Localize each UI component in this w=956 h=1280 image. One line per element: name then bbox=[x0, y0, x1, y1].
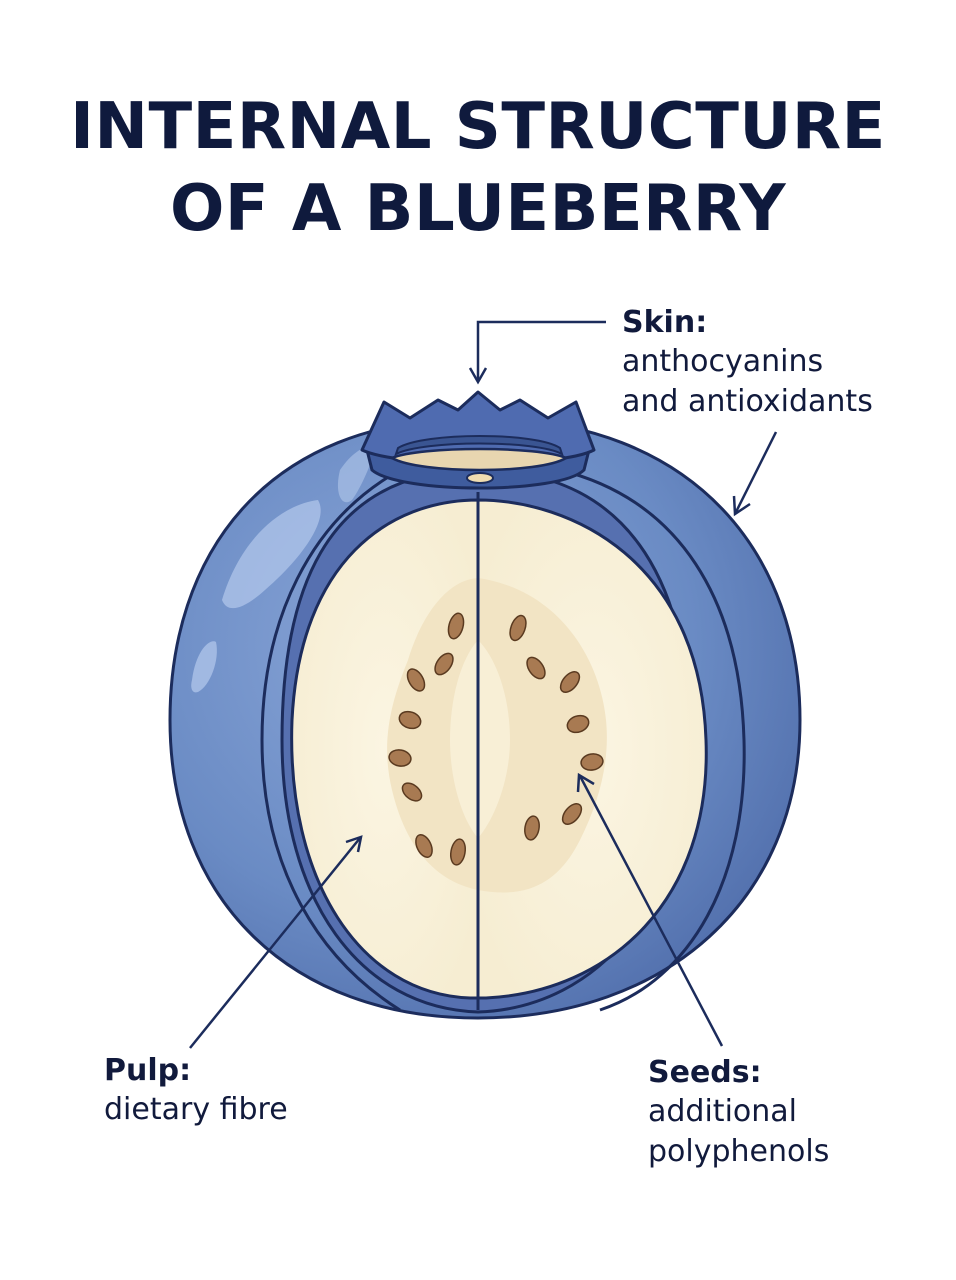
skin-highlight bbox=[222, 500, 321, 609]
seed bbox=[398, 710, 422, 730]
label-skin-head: Skin: bbox=[622, 305, 708, 340]
skin-pointer-2-arrowhead bbox=[732, 495, 751, 517]
pulp-core-inner bbox=[450, 640, 510, 838]
seed bbox=[415, 833, 433, 859]
seed bbox=[526, 656, 546, 680]
calyx-top bbox=[394, 435, 564, 457]
seed bbox=[559, 671, 581, 693]
seed bbox=[401, 782, 423, 802]
label-seeds-head: Seeds: bbox=[648, 1055, 762, 1090]
seed bbox=[434, 652, 454, 676]
seeds-pointer-line bbox=[578, 775, 724, 1047]
skin-pointer-2-line bbox=[734, 431, 778, 513]
skin-pointer bbox=[468, 320, 606, 385]
seed bbox=[580, 753, 604, 771]
skin-highlight-small bbox=[191, 641, 217, 693]
seed bbox=[447, 612, 465, 640]
label-seeds-body: additional polyphenols bbox=[648, 1094, 830, 1169]
label-pulp-body: dietary fibre bbox=[104, 1092, 288, 1127]
title-line-1: INTERNAL STRUCTURE bbox=[70, 90, 886, 164]
label-pulp-head: Pulp: bbox=[104, 1053, 192, 1088]
seeds-pointer-arrowhead bbox=[576, 772, 595, 793]
seed bbox=[561, 803, 583, 825]
skin-pointer-2 bbox=[732, 431, 778, 517]
seeds bbox=[388, 612, 604, 866]
seed bbox=[524, 815, 540, 841]
seeds-pointer bbox=[576, 772, 724, 1047]
pulp-pointer-line bbox=[189, 837, 361, 1049]
calyx-inner-ring bbox=[389, 447, 569, 472]
label-pulp: Pulp: dietary fibre bbox=[104, 1052, 288, 1130]
skin-highlight-streak bbox=[337, 445, 376, 503]
skin-pointer-arrowhead bbox=[468, 367, 488, 385]
seed bbox=[388, 749, 412, 767]
seed bbox=[509, 614, 527, 642]
label-skin-body: anthocyanins and antioxidants bbox=[622, 344, 873, 419]
seed bbox=[406, 668, 426, 692]
title-line-2: OF A BLUEBERRY bbox=[169, 172, 787, 246]
calyx-center bbox=[466, 472, 494, 484]
label-seeds: Seeds: additional polyphenols bbox=[648, 1054, 829, 1172]
pulp-pointer-arrowhead bbox=[345, 835, 363, 853]
skin-pointer-line bbox=[476, 320, 606, 380]
seed bbox=[449, 838, 467, 866]
pulp-pointer bbox=[189, 835, 363, 1049]
page-title: INTERNAL STRUCTURE OF A BLUEBERRY bbox=[0, 86, 956, 250]
label-skin: Skin: anthocyanins and antioxidants bbox=[622, 304, 873, 422]
skin-band-left bbox=[260, 468, 401, 1012]
seed bbox=[566, 714, 590, 734]
